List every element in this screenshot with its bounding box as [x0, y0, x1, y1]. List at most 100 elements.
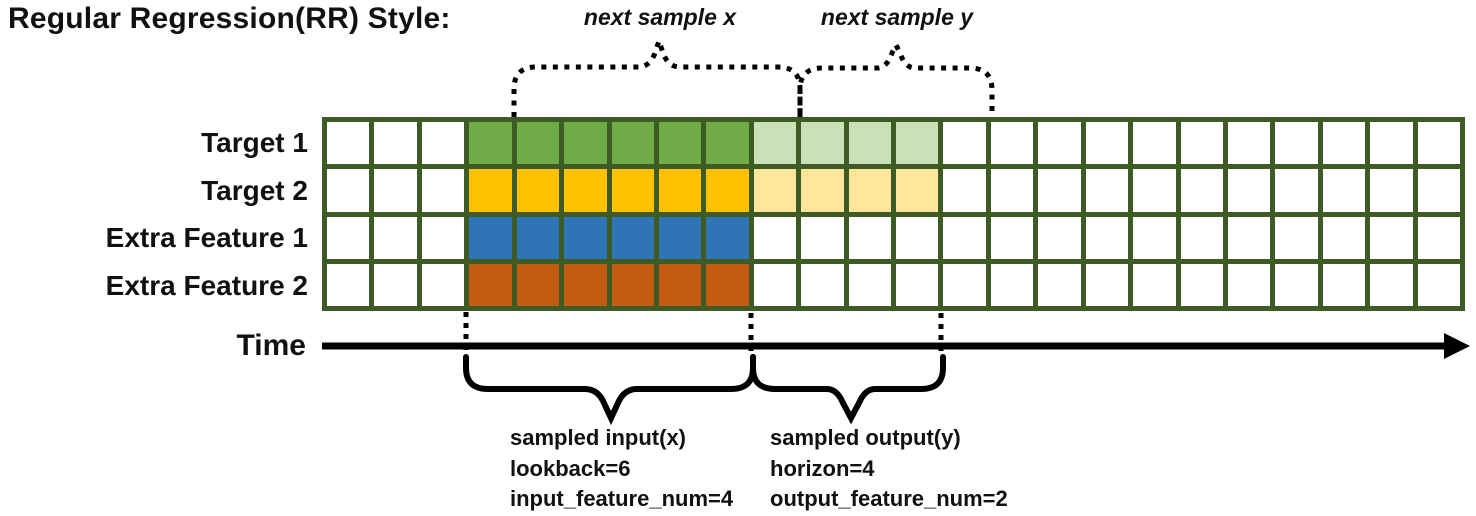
next-sample-y-brace	[797, 39, 995, 117]
grid-cell	[1370, 216, 1413, 259]
grid-cell	[990, 263, 1034, 306]
grid-cell	[943, 122, 986, 165]
grid-cell	[1322, 216, 1366, 259]
grid-cell	[658, 169, 702, 212]
grid-cell	[1180, 216, 1223, 259]
grid-cell	[1370, 263, 1413, 306]
grid-cell	[1322, 122, 1366, 165]
time-axis-arrowhead	[1444, 333, 1470, 359]
grid-cell	[848, 216, 891, 259]
row-label-extra-feature-1: Extra Feature 1	[105, 222, 308, 253]
grid-cell	[896, 216, 939, 259]
grid-cell	[1227, 169, 1271, 212]
sampled-input-line-3: input_feature_num=4	[510, 486, 734, 511]
grid-cell	[564, 216, 607, 259]
grid-cell	[1085, 263, 1129, 306]
sampled-output-annotation: sampled output(y) horizon=4 output_featu…	[770, 423, 1008, 515]
grid-cell	[658, 216, 702, 259]
grid-cell	[564, 122, 607, 165]
grid-cell	[1227, 122, 1271, 165]
grid-cell	[1322, 169, 1366, 212]
grid-cell	[1038, 169, 1081, 212]
grid-cell	[421, 263, 465, 306]
sampled-output-line-1: sampled output(y)	[770, 425, 961, 450]
grid-cell	[1275, 216, 1318, 259]
grid-cell	[848, 169, 891, 212]
next-sample-y-label: next sample y	[820, 4, 974, 30]
grid-cell	[943, 169, 986, 212]
grid-cell	[516, 122, 560, 165]
next-sample-x-brace	[511, 33, 803, 117]
grid-cell	[943, 216, 986, 259]
row-label-target-1: Target 1	[201, 127, 308, 158]
grid-cell	[1133, 122, 1176, 165]
grid-cell	[943, 263, 986, 306]
grid-cell	[374, 216, 417, 259]
grid-cell	[1417, 169, 1460, 212]
grid-cell	[421, 216, 465, 259]
grid-cell	[1370, 169, 1413, 212]
next-sample-x-label: next sample x	[583, 4, 737, 30]
grid-cell	[1417, 122, 1460, 165]
grid-cell	[1370, 122, 1413, 165]
grid-cell	[801, 169, 844, 212]
grid-cell	[1275, 122, 1318, 165]
grid-cell	[848, 122, 891, 165]
grid-cell	[611, 169, 654, 212]
grid-cell	[1133, 169, 1176, 212]
grid-cell	[801, 263, 844, 306]
grid-cell	[1275, 169, 1318, 212]
grid-cell	[706, 169, 749, 212]
grid-cell	[1275, 263, 1318, 306]
grid-cell	[327, 263, 370, 306]
grid-cell	[1085, 169, 1129, 212]
grid-cell	[327, 169, 370, 212]
grid-cell	[564, 169, 607, 212]
grid-cell	[327, 216, 370, 259]
grid-cell	[1133, 263, 1176, 306]
sampled-output-line-2: horizon=4	[770, 455, 875, 481]
grid-cell	[374, 169, 417, 212]
grid-cell	[611, 263, 654, 306]
grid-cell	[848, 263, 891, 306]
grid-cell	[1085, 216, 1129, 259]
grid-cell	[753, 216, 797, 259]
grid-cell	[469, 263, 512, 306]
grid-cell	[801, 216, 844, 259]
grid-cell	[421, 122, 465, 165]
grid-cell	[1085, 122, 1129, 165]
grid-cell	[706, 263, 749, 306]
grid-cell	[753, 122, 797, 165]
grid-cell	[896, 169, 939, 212]
grid-cell	[374, 263, 417, 306]
grid-cell	[896, 263, 939, 306]
grid-cell	[564, 263, 607, 306]
grid-cell	[1180, 263, 1223, 306]
grid-cell	[1417, 216, 1460, 259]
grid-cell	[469, 122, 512, 165]
grid-cell	[421, 169, 465, 212]
grid-cell	[658, 122, 702, 165]
diagram-title: Regular Regression(RR) Style:	[8, 2, 451, 35]
grid-cell	[611, 216, 654, 259]
grid-cell	[1038, 122, 1081, 165]
grid-cell	[516, 216, 560, 259]
time-axis-label: Time	[236, 329, 306, 362]
grid-cell	[801, 122, 844, 165]
grid-cell	[896, 122, 939, 165]
row-label-target-2: Target 2	[201, 175, 308, 206]
grid-cell	[990, 169, 1034, 212]
grid-cell	[990, 122, 1034, 165]
grid-cell	[516, 263, 560, 306]
grid-cell	[1133, 216, 1176, 259]
grid-cell	[516, 169, 560, 212]
sampled-output-brace	[750, 354, 946, 425]
grid-cell	[469, 216, 512, 259]
sampled-input-annotation: sampled input(x) lookback=6 input_featur…	[510, 423, 733, 515]
grid-cell	[611, 122, 654, 165]
grid-cell	[1038, 216, 1081, 259]
grid-cell	[658, 263, 702, 306]
grid-cell	[753, 263, 797, 306]
grid-cell	[1038, 263, 1081, 306]
